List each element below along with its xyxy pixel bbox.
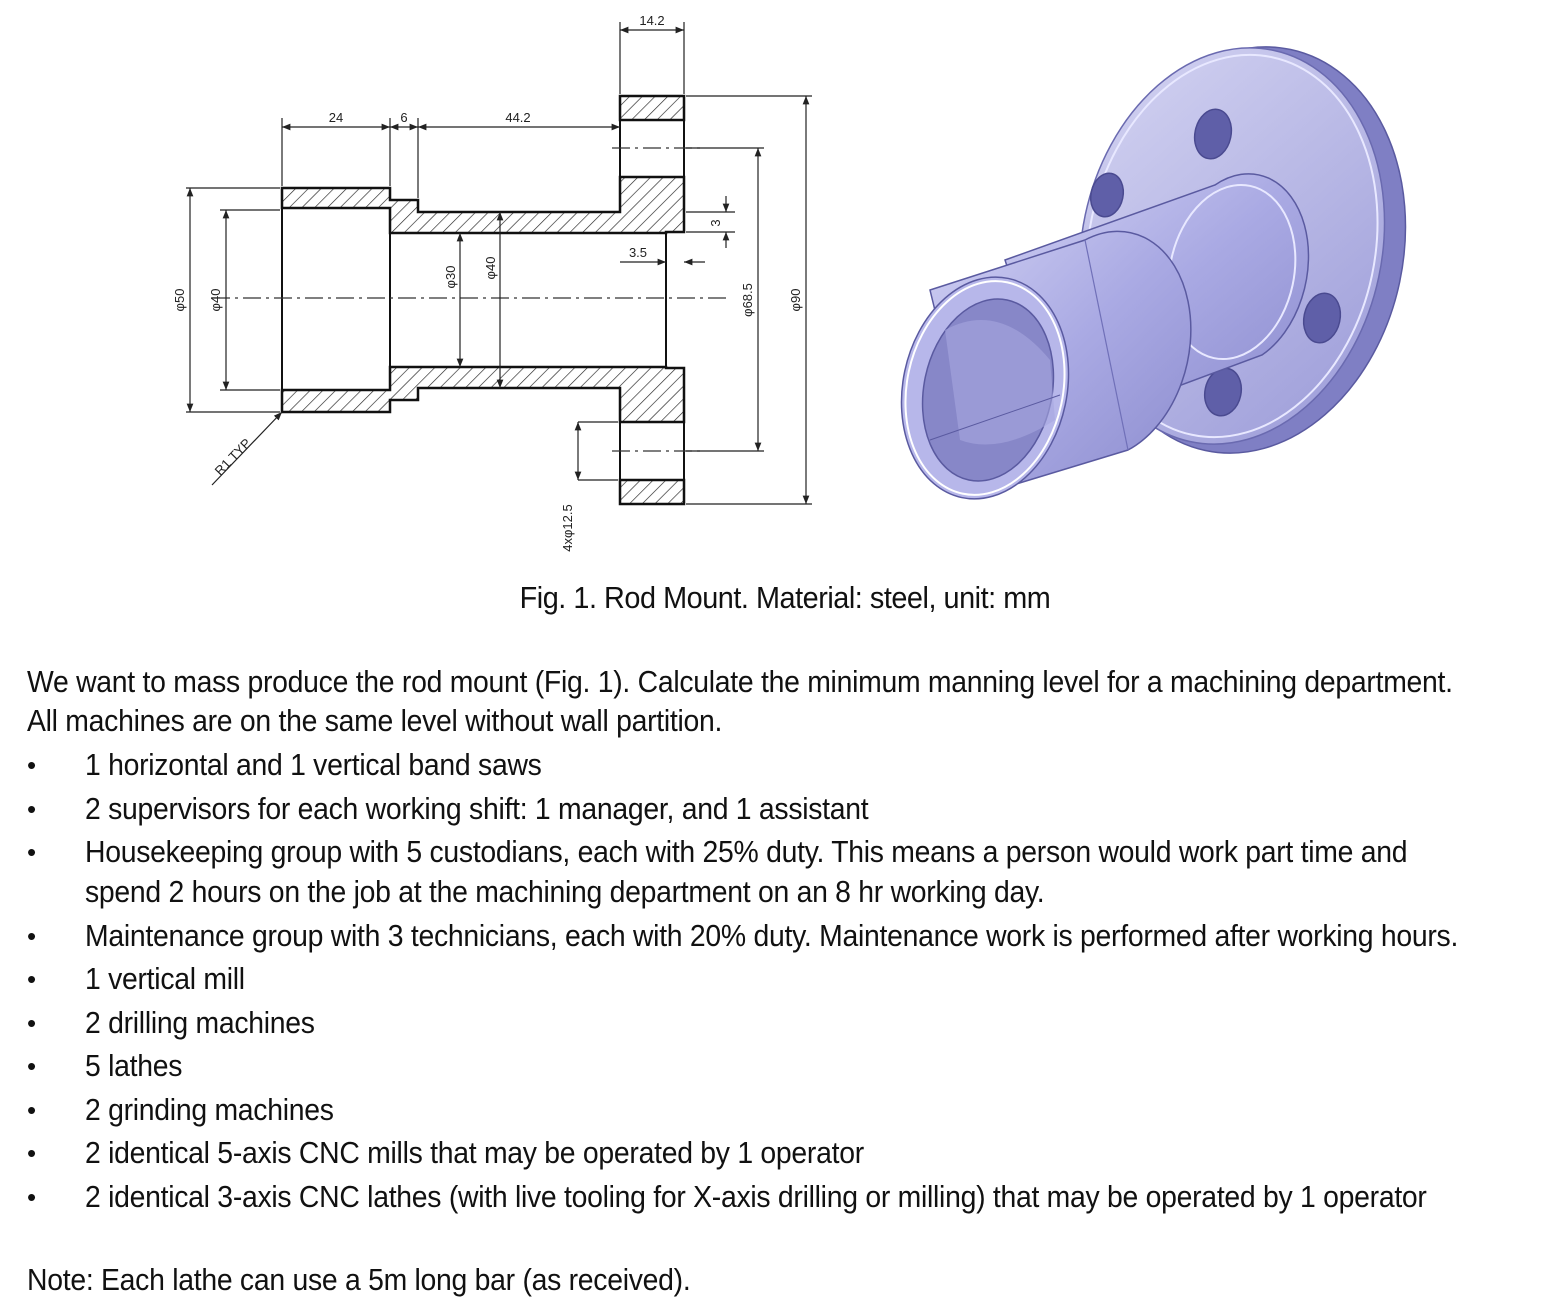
figure-caption: Fig. 1. Rod Mount. Material: steel, unit… bbox=[519, 580, 1051, 615]
intro-line-2: All machines are on the same level witho… bbox=[27, 703, 723, 738]
section-hatch bbox=[280, 94, 686, 506]
dim-phi50: φ50 bbox=[172, 289, 187, 312]
dim-14-2: 14.2 bbox=[639, 13, 664, 28]
list-item: • 2 identical 3-axis CNC lathes (with liv… bbox=[0, 1177, 1546, 1217]
dim-24: 24 bbox=[329, 110, 343, 125]
list-item: • 2 drilling machines bbox=[0, 1003, 1546, 1043]
list-item-text: 1 horizontal and 1 vertical band saws bbox=[85, 747, 542, 782]
list-item: • Housekeeping group with 5 custodians, e… bbox=[0, 832, 1546, 912]
flange-holes-section bbox=[619, 119, 685, 481]
list-item: • 2 grinding machines bbox=[0, 1090, 1546, 1130]
dim-phi90: φ90 bbox=[788, 289, 803, 312]
dim-44-2: 44.2 bbox=[505, 110, 530, 125]
dim-phi40-outer: φ40 bbox=[208, 289, 223, 312]
bullet-marker: • bbox=[27, 964, 37, 994]
bullet-marker: • bbox=[27, 1181, 37, 1212]
list-item: • 1 horizontal and 1 vertical band saws bbox=[0, 745, 1546, 785]
dim-phi40-inner: φ40 bbox=[483, 257, 498, 280]
list-item-text: 2 drilling machines bbox=[85, 1004, 315, 1040]
list-item-text: 2 supervisors for each working shift: 1 … bbox=[85, 790, 869, 826]
bullet-marker: • bbox=[27, 1138, 37, 1168]
dim-phi30: φ30 bbox=[443, 266, 458, 289]
isometric-view bbox=[900, 46, 1407, 500]
bullet-marker: • bbox=[27, 793, 37, 824]
dim-r1-typ: R1 TYP bbox=[212, 435, 254, 478]
rod-mount-figure: 14.2 24 6 44.2 3 3.5 φ50 φ40 φ30 φ40 φ68… bbox=[172, 13, 1407, 552]
dim-phi68-5: φ68.5 bbox=[740, 283, 755, 317]
list-item: • 5 lathes bbox=[0, 1046, 1546, 1086]
bullet-marker: • bbox=[27, 920, 37, 951]
list-item-text: Housekeeping group with 5 custodians, ea… bbox=[85, 834, 1408, 869]
bullet-marker: • bbox=[27, 1007, 37, 1038]
list-item: • 2 identical 5-axis CNC mills that may b… bbox=[0, 1133, 1546, 1173]
dim-holes: 4xφ12.5 bbox=[560, 504, 575, 551]
bullet-marker: • bbox=[27, 750, 37, 780]
bullet-marker: • bbox=[27, 837, 37, 867]
dim-6: 6 bbox=[400, 110, 407, 125]
list-item: • 2 supervisors for each working shift: 1… bbox=[0, 789, 1546, 829]
bullet-marker: • bbox=[27, 1051, 37, 1081]
dim-3-5: 3.5 bbox=[629, 245, 647, 260]
intro-line-1: We want to mass produce the rod mount (F… bbox=[27, 664, 1453, 699]
list-item-text: 2 identical 5-axis CNC mills that may be… bbox=[85, 1135, 864, 1170]
dim-3: 3 bbox=[708, 219, 723, 226]
list-item-text: spend 2 hours on the job at the machinin… bbox=[85, 874, 1045, 909]
list-item: • Maintenance group with 3 technicians, e… bbox=[0, 916, 1546, 956]
bullet-marker: • bbox=[27, 1094, 37, 1125]
list-item-text: 5 lathes bbox=[85, 1048, 183, 1083]
section-view: 14.2 24 6 44.2 3 3.5 φ50 φ40 φ30 φ40 φ68… bbox=[172, 13, 812, 552]
note-text: Note: Each lathe can use a 5m long bar (… bbox=[27, 1262, 691, 1297]
list-item-text: 2 grinding machines bbox=[85, 1091, 334, 1127]
list-item-text: Maintenance group with 3 technicians, ea… bbox=[85, 917, 1459, 953]
list-item-text: 2 identical 3-axis CNC lathes (with live… bbox=[85, 1178, 1427, 1214]
list-item: • 1 vertical mill bbox=[0, 959, 1546, 999]
requirements-list: • 1 horizontal and 1 vertical band saws •… bbox=[0, 745, 1546, 1220]
list-item-text: 1 vertical mill bbox=[85, 961, 245, 996]
flange-holes-3d bbox=[1089, 108, 1342, 417]
